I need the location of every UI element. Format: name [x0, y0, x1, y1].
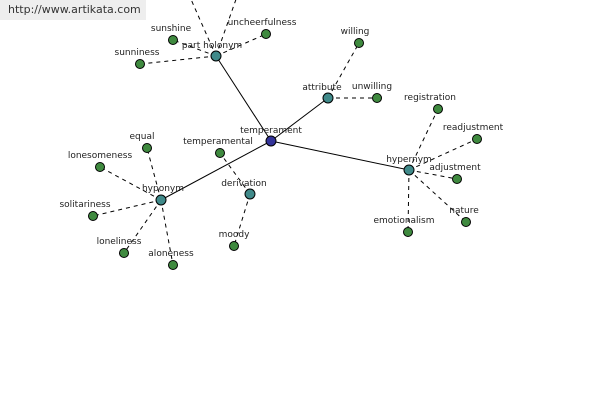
node-label-adjustment: adjustment [429, 163, 481, 173]
node-loneliness[interactable]: loneliness [97, 237, 142, 258]
nodes-layer: temperament part holonym attribute hypernym… [59, 18, 504, 270]
node-label-hyponym: hyponym [142, 184, 184, 194]
node-dot-lonesomeness[interactable] [95, 162, 105, 172]
edge-hypernym-emotionalism [407, 169, 410, 233]
node-label-solitariness: solitariness [59, 200, 110, 210]
node-uncheerfulness[interactable]: uncheerfulness [228, 18, 297, 39]
node-dot-adjustment[interactable] [452, 174, 462, 184]
node-dot-temperamental[interactable] [215, 148, 225, 158]
node-unwilling[interactable]: unwilling [352, 82, 392, 103]
node-dot-part-holonym[interactable] [210, 50, 222, 62]
edge-hyponym-lonesomeness [99, 166, 162, 201]
node-dot-uncheerfulness[interactable] [261, 29, 271, 39]
node-label-temperamental: temperamental [183, 137, 253, 147]
node-dot-aloneness[interactable] [168, 260, 178, 270]
node-label-derivation: derivation [221, 179, 267, 189]
node-aloneness[interactable]: aloneness [148, 249, 194, 270]
node-label-lonesomeness: lonesomeness [68, 151, 133, 161]
node-hypernym[interactable]: hypernym [386, 155, 432, 176]
node-sunniness[interactable]: sunniness [115, 48, 160, 69]
edge-hyponym-solitariness [92, 199, 162, 217]
node-part-holonym[interactable]: part holonym [182, 41, 242, 62]
edge-hypernym-adjustment [408, 169, 458, 180]
node-dot-solitariness[interactable] [88, 211, 98, 221]
node-label-nature: nature [449, 206, 479, 216]
edge-part-holonym-uncheerfulness [215, 33, 267, 57]
edge-hypernym-registration [408, 108, 439, 171]
node-emotionalism[interactable]: emotionalism [373, 216, 435, 237]
node-dot-registration[interactable] [433, 104, 443, 114]
node-temperamental[interactable]: temperamental [183, 137, 253, 158]
node-willing[interactable]: willing [341, 27, 370, 48]
node-dot-nature[interactable] [461, 217, 471, 227]
node-label-registration: registration [404, 93, 456, 103]
node-dot-unwilling[interactable] [372, 93, 382, 103]
edge-hypernym-nature [408, 169, 467, 223]
node-dot-hyponym[interactable] [155, 194, 167, 206]
node-label-loneliness: loneliness [97, 237, 142, 247]
node-label-sunniness: sunniness [115, 48, 160, 58]
node-label-temperament: temperament [240, 126, 302, 136]
node-dot-sunshine[interactable] [168, 35, 178, 45]
edge-temperament-hypernym [270, 140, 410, 171]
edge-temperament-part-holonym [215, 55, 272, 142]
edge-hyponym-loneliness [123, 199, 162, 254]
node-temperament[interactable]: temperament [240, 126, 302, 147]
node-dot-loneliness[interactable] [119, 248, 129, 258]
node-dot-derivation[interactable] [244, 188, 256, 200]
node-nature[interactable]: nature [449, 206, 479, 227]
edge-temperament-attribute [270, 97, 329, 142]
edge-temperament-hyponym [160, 140, 272, 201]
node-adjustment[interactable]: adjustment [429, 163, 481, 184]
edge-derivation-moody [233, 193, 251, 247]
node-label-part-holonym: part holonym [182, 41, 242, 51]
node-label-readjustment: readjustment [443, 123, 504, 133]
edge-attribute-willing [327, 42, 360, 99]
node-solitariness[interactable]: solitariness [59, 200, 111, 221]
node-label-emotionalism: emotionalism [373, 216, 434, 226]
watermark-url: http://www.artikata.com [0, 0, 146, 20]
node-registration[interactable]: registration [404, 93, 456, 114]
node-dot-hypernym[interactable] [403, 164, 415, 176]
edges-layer [92, 0, 478, 266]
node-sunshine[interactable]: sunshine [151, 24, 192, 45]
node-equal[interactable]: equal [130, 132, 155, 153]
node-attribute[interactable]: attribute [302, 83, 342, 104]
node-label-willing: willing [341, 27, 370, 37]
node-dot-moody[interactable] [229, 241, 239, 251]
node-lonesomeness[interactable]: lonesomeness [68, 151, 133, 172]
node-hyponym[interactable]: hyponym [142, 184, 184, 206]
node-dot-equal[interactable] [142, 143, 152, 153]
node-label-equal: equal [130, 132, 155, 142]
node-dot-sunniness[interactable] [135, 59, 145, 69]
node-label-sunshine: sunshine [151, 24, 192, 34]
node-label-hypernym: hypernym [386, 155, 432, 165]
node-dot-attribute[interactable] [322, 92, 334, 104]
node-label-moody: moody [219, 230, 250, 240]
node-dot-temperament[interactable] [265, 135, 277, 147]
edge-hyponym-aloneness [160, 199, 174, 266]
node-readjustment[interactable]: readjustment [443, 123, 504, 144]
node-derivation[interactable]: derivation [221, 179, 267, 200]
node-label-uncheerfulness: uncheerfulness [228, 18, 297, 28]
edge-derivation-temperamental [219, 152, 251, 195]
node-label-attribute: attribute [302, 83, 342, 93]
node-dot-willing[interactable] [354, 38, 364, 48]
edge-hyponym-equal [146, 147, 162, 201]
node-dot-readjustment[interactable] [472, 134, 482, 144]
node-moody[interactable]: moody [219, 230, 250, 251]
node-label-unwilling: unwilling [352, 82, 392, 92]
node-label-aloneness: aloneness [148, 249, 194, 259]
node-dot-emotionalism[interactable] [403, 227, 413, 237]
